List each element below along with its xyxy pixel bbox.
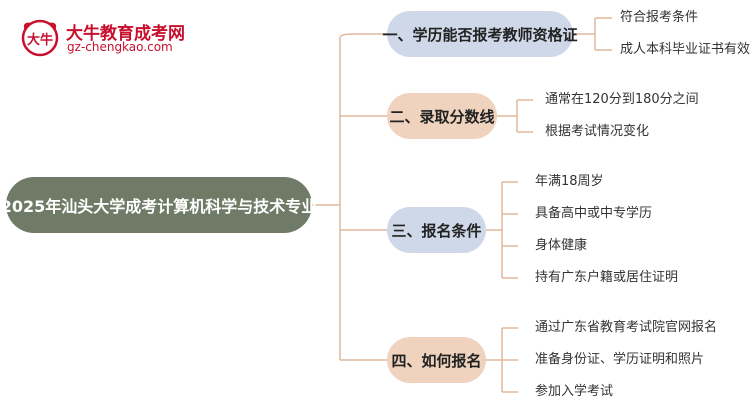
branch-how-to-apply: 四、如何报名 [387,337,486,383]
root-topic: 2025年汕头大学成考计算机科学与技术专业 [1,177,317,233]
bull-mascot-icon: 大牛 [21,19,59,57]
branch-teacher-qualification: 一、学历能否报考教师资格证 [383,11,578,57]
leaf-item: 身体健康 [535,238,588,253]
leaf-item: 准备身份证、学历证明和照片 [535,352,705,367]
leaf-item: 符合报考条件 [620,10,699,25]
logo-title: 大牛教育成考网 [66,24,185,44]
leaf-item: 具备高中或中专学历 [535,206,653,221]
brand-logo[interactable]: 大牛 大牛教育成考网 gz-chengkao.com [20,18,230,60]
branch-application-requirements: 三、报名条件 [387,207,486,253]
leaf-item: 成人本科毕业证书有效 [620,42,750,57]
logo-mark-text: 大牛 [27,32,53,48]
leaf-item: 参加入学考试 [535,384,614,399]
branch-label: 三、报名条件 [391,221,482,240]
branch-label: 一、学历能否报考教师资格证 [382,25,578,44]
leaf-item: 根据考试情况变化 [545,124,650,139]
root-topic-label: 2025年汕头大学成考计算机科学与技术专业 [0,197,318,216]
branch-admission-score: 二、录取分数线 [387,93,497,139]
branch-label: 四、如何报名 [391,351,482,370]
branch-label: 二、录取分数线 [389,107,495,126]
logo-url: gz-chengkao.com [67,40,173,54]
leaf-item: 年满18周岁 [535,174,604,189]
leaf-item: 持有广东户籍或居住证明 [535,270,679,285]
leaf-item: 通常在120分到180分之间 [545,92,699,107]
leaf-item: 通过广东省教育考试院官网报名 [535,320,718,335]
